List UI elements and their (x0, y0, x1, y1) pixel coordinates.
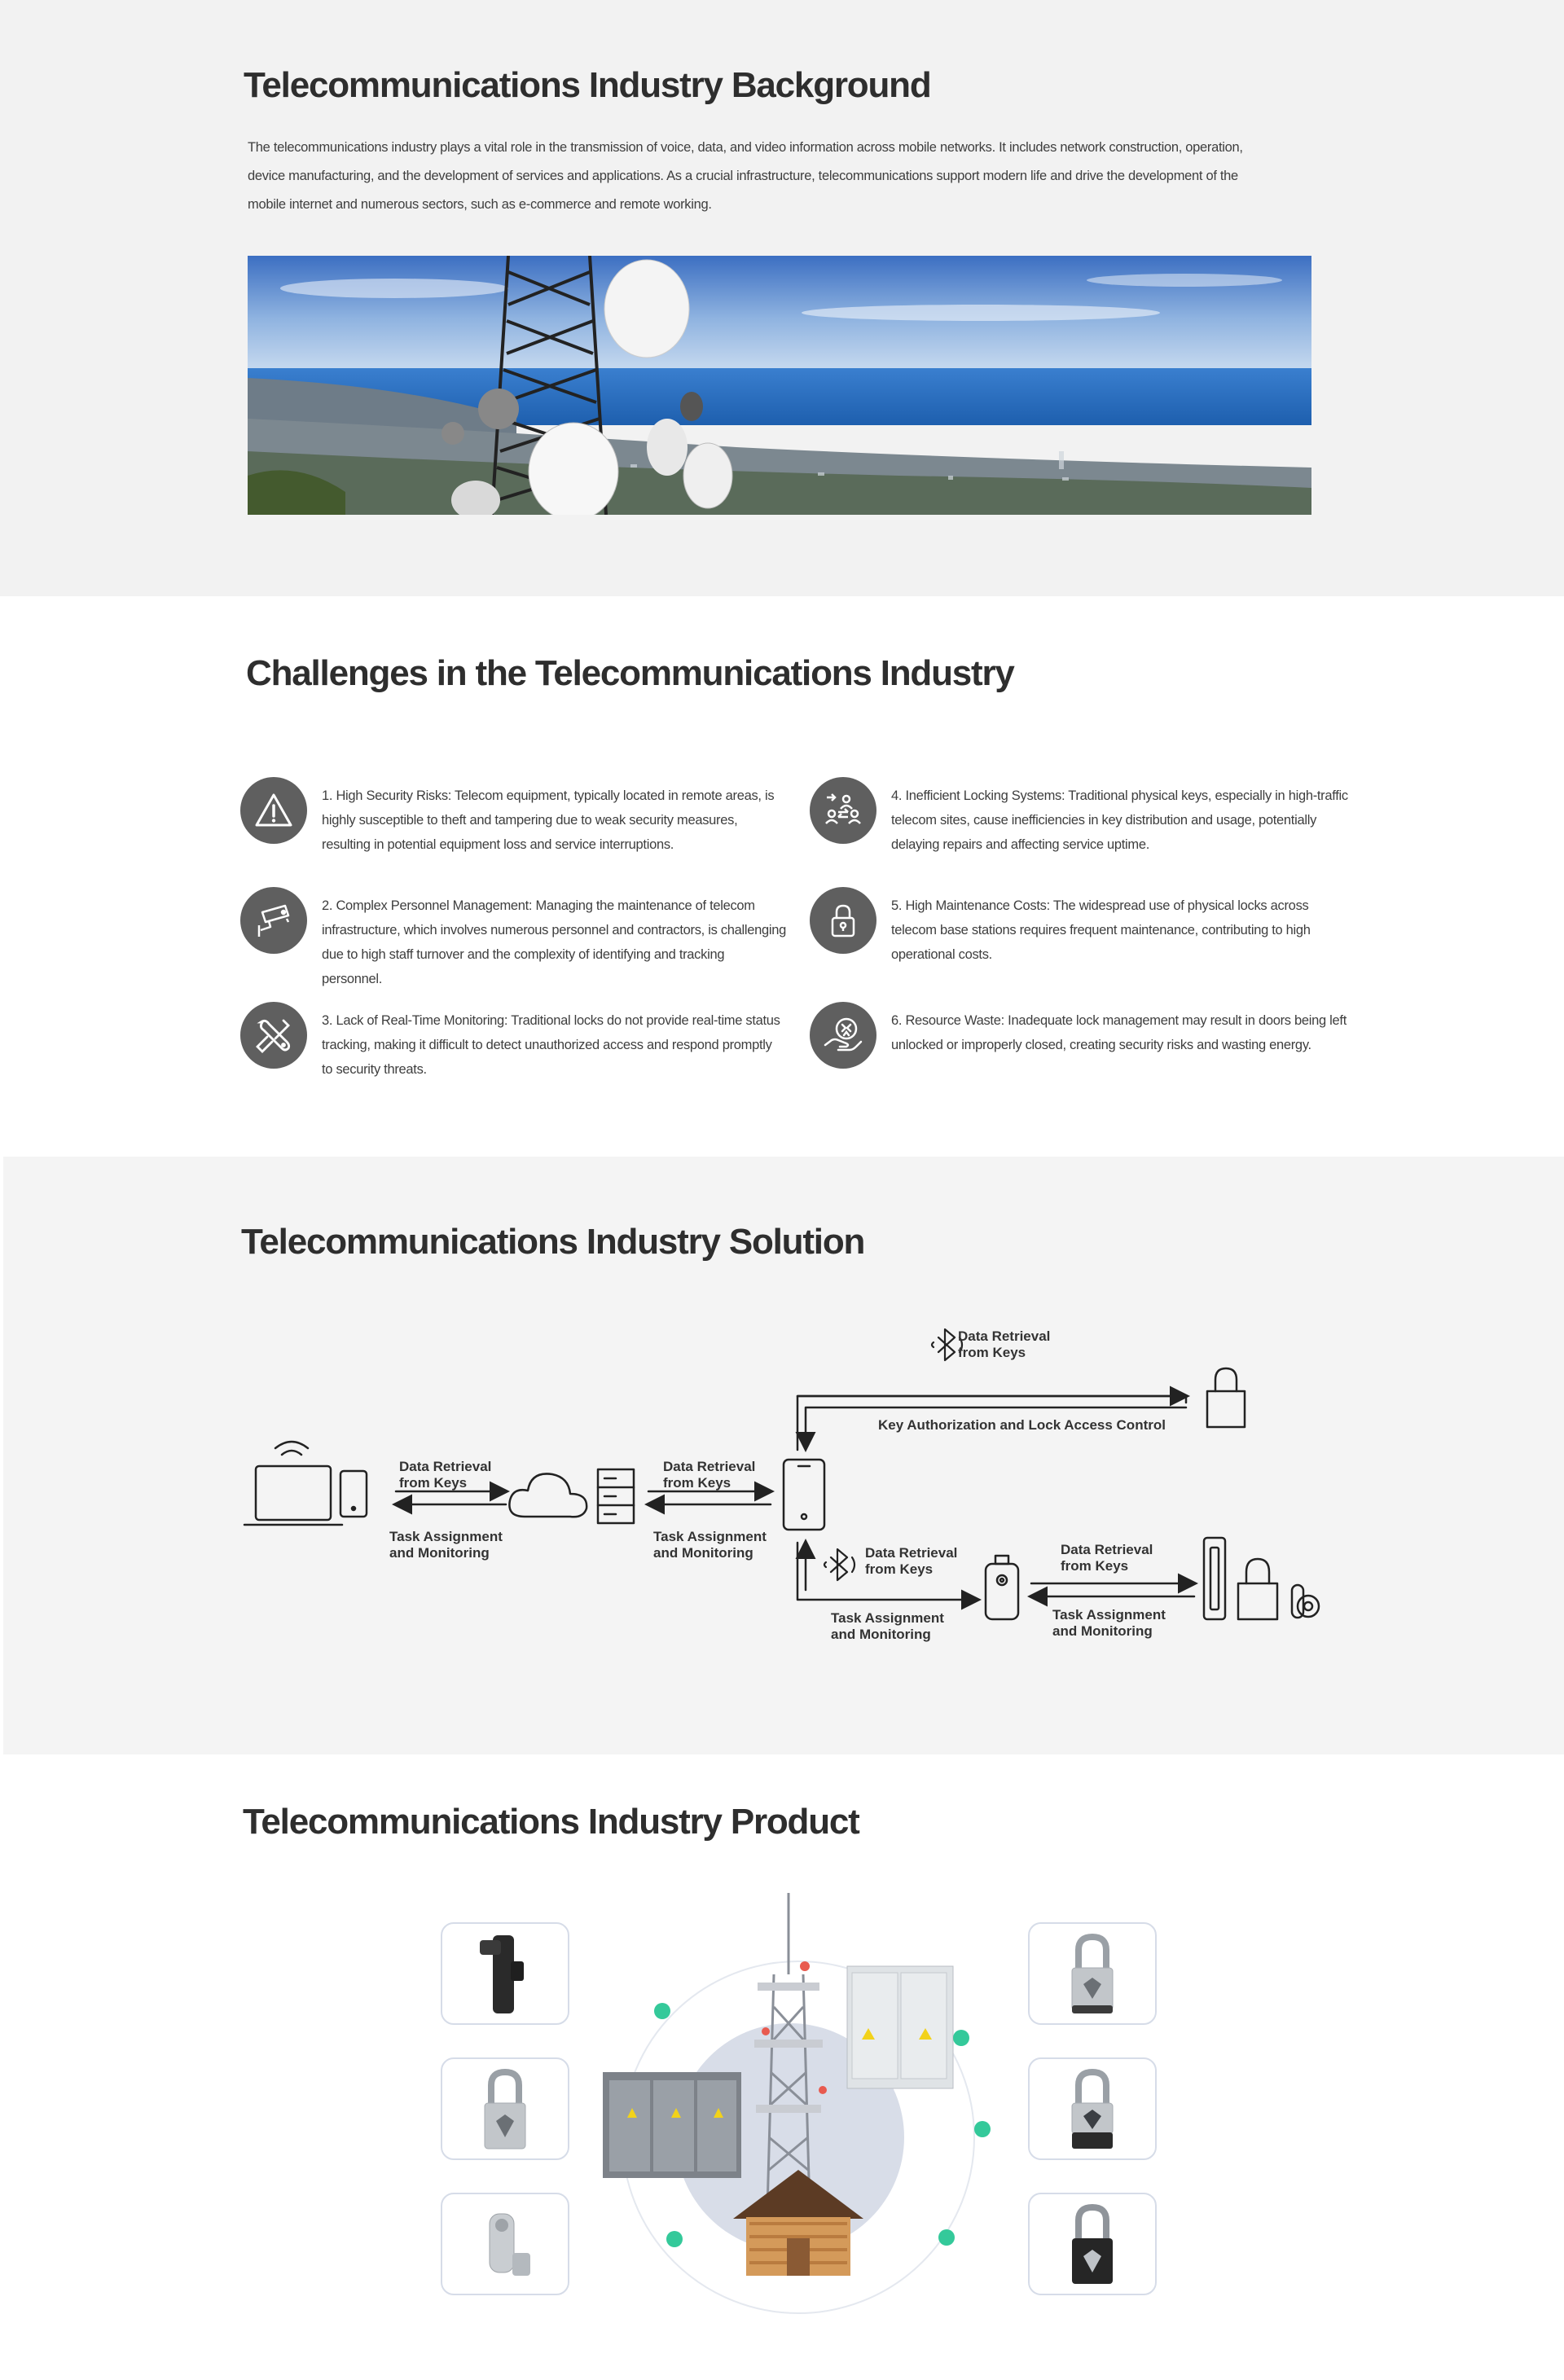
challenge-text: 6. Resource Waste: Inadequate lock manag… (891, 1013, 1347, 1052)
bluetooth-icon (930, 1328, 964, 1362)
cloud-icon (508, 1473, 588, 1518)
warning-icon (240, 777, 307, 844)
challenge-text: 1. High Security Risks: Telecom equipmen… (322, 788, 775, 852)
cylinder-lock-icon (1290, 1583, 1320, 1619)
padlock-small-icon (1237, 1557, 1279, 1621)
challenge-item: 3. Lack of Real-Time Monitoring: Traditi… (240, 1002, 786, 1082)
challenge-item: 1. High Security Risks: Telecom equipmen… (240, 777, 786, 857)
solution-title: Telecommunications Industry Solution (241, 1222, 865, 1262)
challenge-text: 4. Inefficient Locking Systems: Traditio… (891, 788, 1348, 852)
product-card[interactable] (441, 2193, 569, 2295)
padlock-silver-icon (1071, 1933, 1114, 2013)
challenge-item: 4. Inefficient Locking Systems: Traditio… (810, 777, 1355, 857)
challenges-section: Challenges in the Telecommunications Ind… (0, 596, 1564, 1157)
resource-hand-icon (810, 1002, 876, 1069)
padlock-icon (810, 887, 876, 954)
challenge-text: 5. High Maintenance Costs: The widesprea… (891, 898, 1311, 962)
product-title: Telecommunications Industry Product (243, 1802, 860, 1842)
smart-key-icon (984, 1554, 1020, 1621)
laptop-icon (243, 1440, 344, 1526)
handle-lock-icon (1202, 1536, 1227, 1621)
handle-lock-icon (480, 1935, 524, 2013)
background-text: The telecommunications industry plays a … (248, 140, 1243, 212)
padlock-silver-icon (484, 2068, 526, 2149)
padlock-black-icon (1072, 2203, 1113, 2284)
camera-icon (240, 887, 307, 954)
padlock-black-base-icon (1071, 2068, 1114, 2149)
challenge-item: 2. Complex Personnel Management: Managin… (240, 887, 786, 991)
key-exchange-icon (810, 777, 876, 844)
background-section: Telecommunications Industry Background T… (0, 0, 1564, 596)
product-card[interactable] (441, 1922, 569, 2025)
bluetooth-icon (823, 1548, 856, 1582)
challenge-item: 6. Resource Waste: Inadequate lock manag… (810, 1002, 1355, 1069)
server-icon (596, 1468, 635, 1525)
challenge-text: 3. Lack of Real-Time Monitoring: Traditi… (322, 1013, 780, 1077)
product-card[interactable] (1028, 2057, 1157, 2160)
product-card[interactable] (1028, 2193, 1157, 2295)
challenges-title: Challenges in the Telecommunications Ind… (246, 653, 1015, 693)
phone-icon (339, 1469, 368, 1518)
product-section: Telecommunications Industry Product (0, 1754, 1564, 2380)
product-card[interactable] (1028, 1922, 1157, 2025)
cam-lock-icon (489, 2213, 530, 2276)
accent-dots (654, 2003, 991, 2247)
lock-icon (1206, 1367, 1246, 1429)
tools-icon (240, 1002, 307, 1069)
product-card[interactable] (441, 2057, 569, 2160)
telecom-site-illustration (603, 1893, 991, 2314)
telecom-tower-photo (248, 256, 1311, 515)
solution-section: Telecommunications Industry Solution (0, 1157, 1564, 1754)
challenge-item: 5. High Maintenance Costs: The widesprea… (810, 887, 1355, 967)
background-title: Telecommunications Industry Background (244, 65, 932, 105)
label-key-auth: Key Authorization and Lock Access Contro… (878, 1417, 1166, 1433)
mobile-phone-icon (782, 1458, 826, 1531)
challenge-text: 2. Complex Personnel Management: Managin… (322, 898, 787, 986)
